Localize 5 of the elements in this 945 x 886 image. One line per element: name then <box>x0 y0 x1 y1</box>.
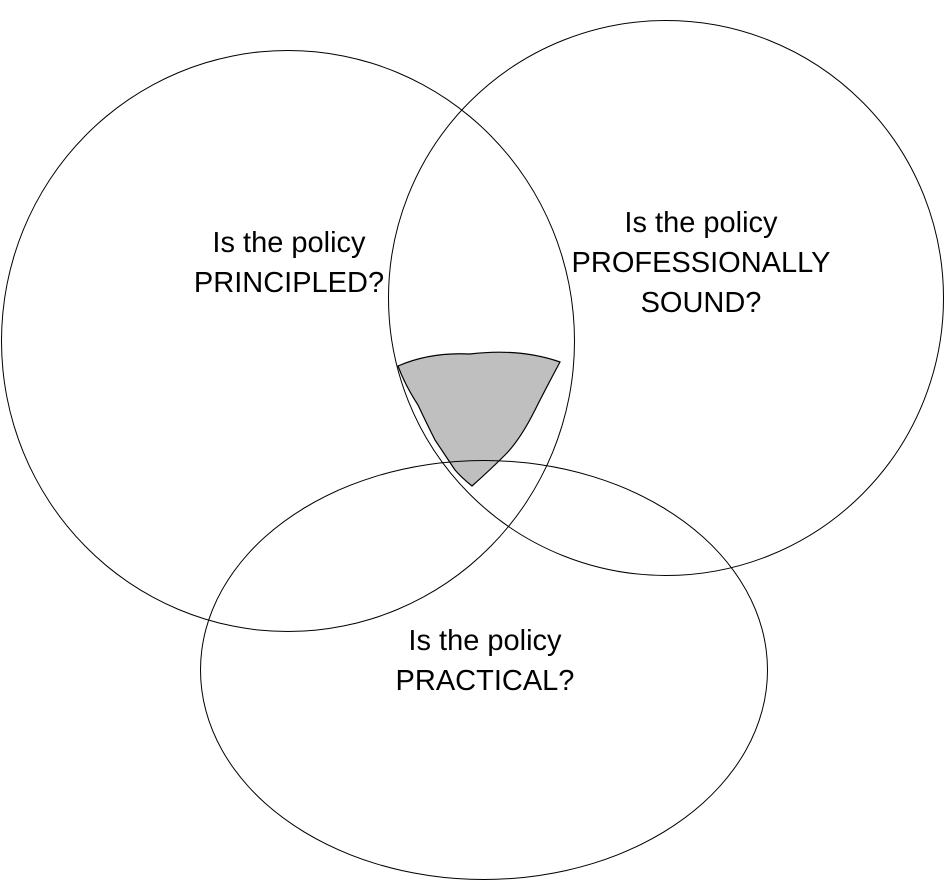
circle <box>200 460 768 880</box>
question-text: Is the policy PRINCIPLED? <box>192 226 386 301</box>
question-text: Is the policy PRACTICAL? <box>394 624 576 699</box>
question-text: Is the policy PROFESSIONALLY SOUND? <box>570 206 832 321</box>
circle <box>388 20 944 576</box>
